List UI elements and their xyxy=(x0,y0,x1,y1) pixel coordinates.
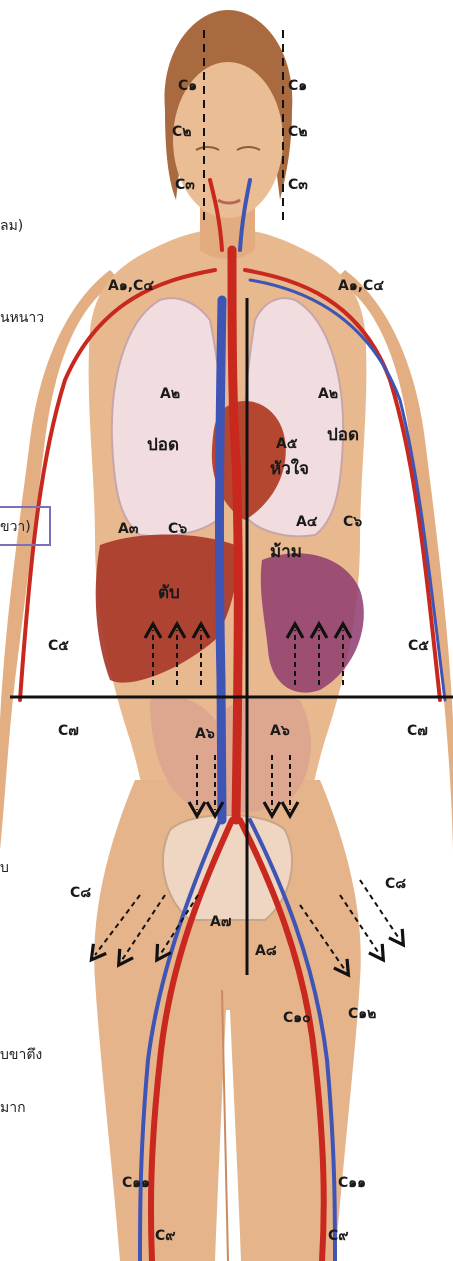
label-c11-right: C๑๑ xyxy=(338,1175,366,1191)
label-heart: หัวใจ xyxy=(270,458,309,479)
label-c5-right: C๕ xyxy=(408,638,429,654)
label-c3-left: C๓ xyxy=(175,177,195,193)
label-lung-left: ปอด xyxy=(147,435,179,455)
label-c6-left: C๖ xyxy=(168,521,187,537)
label-lung-right: ปอด xyxy=(327,425,359,445)
body-figure xyxy=(0,10,453,1261)
label-c1-right: C๑ xyxy=(288,78,307,94)
side-text-5: บขาตึง xyxy=(0,1047,42,1063)
stomach-organ xyxy=(261,553,364,692)
label-a2-left: A๒ xyxy=(160,386,180,402)
label-a6-right: A๖ xyxy=(270,723,290,739)
side-text-3: ขวา) xyxy=(0,519,31,535)
label-c5-left: C๕ xyxy=(48,638,69,654)
label-a6-left: A๖ xyxy=(195,726,215,742)
label-c9-left: C๙ xyxy=(155,1228,176,1244)
label-c8-left: C๘ xyxy=(70,885,91,901)
side-text-2: นหนาว xyxy=(0,310,44,326)
label-a1c4-left: A๑,C๔ xyxy=(108,278,154,294)
label-c11-left: C๑๑ xyxy=(122,1175,150,1191)
side-text-1: ลม) xyxy=(0,218,23,234)
label-c9-right: C๙ xyxy=(328,1228,349,1244)
label-c7-right: C๗ xyxy=(407,723,428,739)
label-a8: A๘ xyxy=(255,943,277,959)
label-c6-right: C๖ xyxy=(343,514,362,530)
side-text-4: บ xyxy=(0,860,9,876)
label-c2-right: C๒ xyxy=(288,124,308,140)
label-a2-right: A๒ xyxy=(318,386,338,402)
label-c1-left: C๑ xyxy=(178,78,197,94)
label-c2-left: C๒ xyxy=(172,124,192,140)
label-c7-left: C๗ xyxy=(58,723,79,739)
label-c3-right: C๓ xyxy=(288,177,308,193)
label-a4: A๔ xyxy=(296,514,318,530)
side-text-6: มาก xyxy=(0,1100,26,1116)
label-liver: ตับ xyxy=(158,583,180,603)
label-a3: A๓ xyxy=(118,521,139,537)
label-c8-right: C๘ xyxy=(385,876,406,892)
label-a5: A๕ xyxy=(276,436,298,452)
label-c10: C๑๐ xyxy=(283,1010,311,1026)
label-a7: A๗ xyxy=(210,914,231,930)
label-a1c4-right: A๑,C๔ xyxy=(338,278,384,294)
label-c12: C๑๒ xyxy=(348,1006,376,1022)
label-spleen: ม้าม xyxy=(270,542,302,562)
vena-cava xyxy=(219,300,222,820)
